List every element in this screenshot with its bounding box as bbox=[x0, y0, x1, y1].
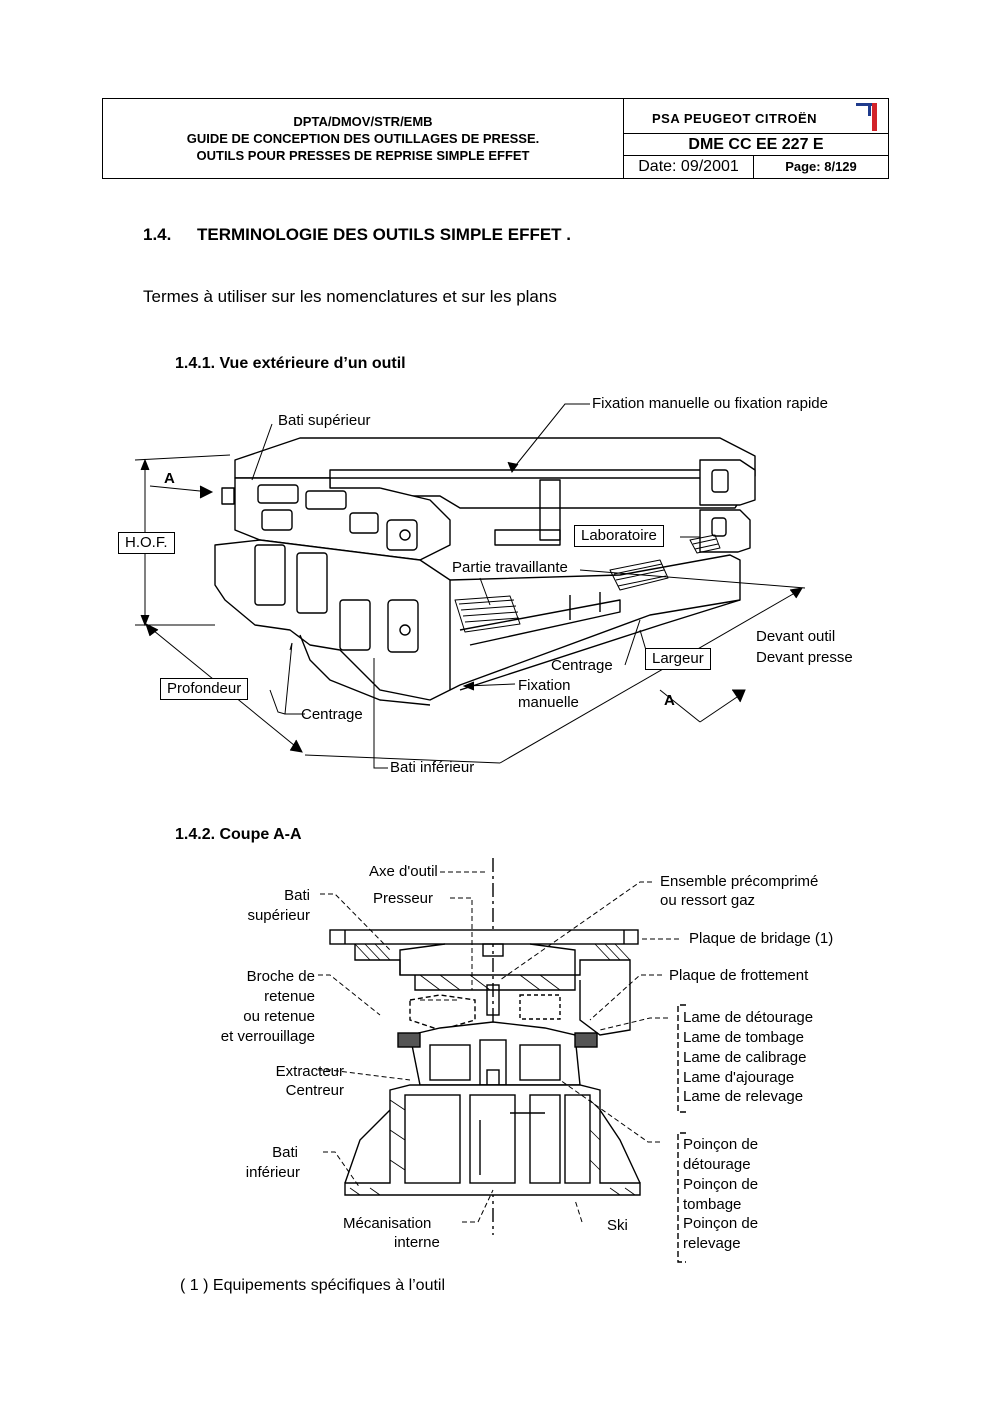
label-poincon-1: Poinçon de bbox=[683, 1136, 759, 1153]
section-title: TERMINOLOGIE DES OUTILS SIMPLE EFFET . bbox=[197, 225, 572, 244]
intro-text: Termes à utiliser sur les nomenclatures … bbox=[143, 287, 557, 306]
label-hof: H.O.F. bbox=[118, 532, 175, 554]
label-lame-5: Lame de relevage bbox=[683, 1088, 804, 1105]
label-poincon-4: tombage bbox=[683, 1196, 742, 1213]
label-plaque-bridage: Plaque de bridage (1) bbox=[689, 930, 834, 947]
label-profondeur: Profondeur bbox=[160, 678, 249, 700]
label-ski: Ski bbox=[607, 1217, 628, 1234]
footnote: ( 1 ) Equipements spécifiques à l’outil bbox=[180, 1277, 446, 1294]
brand-row: PSA PEUGEOT CITROËN bbox=[624, 99, 888, 134]
label-centrage-right: Centrage bbox=[551, 657, 613, 674]
figure1-heading: 1.4.1. Vue extérieure d’un outil bbox=[175, 355, 406, 372]
label-extracteur: Extracteur bbox=[275, 1063, 344, 1080]
label-bati-inferieur: Bati inférieur bbox=[390, 759, 475, 776]
page-number: Page: 8/129 bbox=[785, 159, 857, 174]
label-broche-4: et verrouillage bbox=[220, 1028, 315, 1045]
label-broche-1: Broche de bbox=[246, 968, 315, 985]
label-lame-2: Lame de tombage bbox=[683, 1029, 804, 1046]
brand-name: PSA PEUGEOT CITROËN bbox=[652, 111, 818, 126]
label-lame-3: Lame de calibrage bbox=[683, 1049, 807, 1066]
label-poincon-2: détourage bbox=[683, 1156, 751, 1173]
label-ensemble-2: ou ressort gaz bbox=[660, 892, 756, 909]
label-broche-3: ou retenue bbox=[243, 1008, 315, 1025]
label-section-a-top: A bbox=[164, 470, 175, 487]
label-bati-inf-2: inférieur bbox=[245, 1164, 300, 1181]
label-partie-travaillante: Partie travaillante bbox=[452, 559, 568, 576]
label-largeur: Largeur bbox=[645, 648, 711, 670]
label-lame-4: Lame d'ajourage bbox=[683, 1069, 795, 1086]
section-heading: 1.4. TERMINOLOGIE DES OUTILS SIMPLE EFFET… bbox=[143, 225, 571, 245]
figure2-heading: 1.4.2. Coupe A-A bbox=[175, 826, 302, 843]
label-fixation-rapide: Fixation manuelle ou fixation rapide bbox=[592, 395, 828, 412]
label-mecanisation-1: Mécanisation bbox=[343, 1215, 432, 1232]
label-poincon-5: Poinçon de bbox=[683, 1215, 759, 1232]
label-mecanisation-2: interne bbox=[394, 1234, 440, 1251]
label-axe-outil: Axe d'outil bbox=[369, 863, 438, 880]
section-number: 1.4. bbox=[143, 225, 172, 244]
date-page-row: Date: 09/2001 Page: 8/129 bbox=[624, 156, 888, 178]
label-bati-inf-1: Bati bbox=[272, 1144, 298, 1161]
label-bati-sup-1: Bati bbox=[284, 887, 310, 904]
label-devant-outil: Devant outil bbox=[756, 628, 836, 645]
label-poincon-6: relevage bbox=[683, 1235, 741, 1252]
label-broche-2: retenue bbox=[264, 988, 315, 1005]
label-presseur: Presseur bbox=[373, 890, 434, 907]
psa-logo-icon bbox=[856, 103, 877, 131]
header-title-block: DPTA/DMOV/STR/EMB GUIDE DE CONCEPTION DE… bbox=[103, 99, 624, 178]
header-info-block: PSA PEUGEOT CITROËN DME CC EE 227 E Date… bbox=[624, 99, 888, 178]
header-line-3: OUTILS POUR PRESSES DE REPRISE SIMPLE EF… bbox=[196, 148, 530, 163]
label-ensemble-1: Ensemble précomprimé bbox=[660, 873, 819, 890]
label-bati-sup-2: supérieur bbox=[247, 907, 310, 924]
document-reference: DME CC EE 227 E bbox=[624, 134, 888, 156]
label-devant-presse: Devant presse bbox=[756, 649, 853, 666]
label-plaque-frottement: Plaque de frottement bbox=[669, 967, 809, 984]
label-centrage-left: Centrage bbox=[301, 706, 363, 723]
label-laboratoire: Laboratoire bbox=[574, 525, 664, 547]
document-header: DPTA/DMOV/STR/EMB GUIDE DE CONCEPTION DE… bbox=[102, 98, 889, 179]
label-fixation-manuelle-1: Fixation bbox=[518, 677, 571, 694]
header-line-1: DPTA/DMOV/STR/EMB bbox=[293, 114, 433, 129]
header-line-2: GUIDE DE CONCEPTION DES OUTILLAGES DE PR… bbox=[186, 131, 540, 146]
label-lame-1: Lame de détourage bbox=[683, 1009, 814, 1026]
document-date: Date: 09/2001 bbox=[624, 156, 754, 178]
label-bati-superieur: Bati supérieur bbox=[278, 412, 371, 429]
label-poincon-3: Poinçon de bbox=[683, 1176, 759, 1193]
label-fixation-manuelle-2: manuelle bbox=[518, 694, 579, 711]
label-centreur: Centreur bbox=[285, 1082, 344, 1099]
label-section-a-bottom: A bbox=[664, 692, 675, 709]
